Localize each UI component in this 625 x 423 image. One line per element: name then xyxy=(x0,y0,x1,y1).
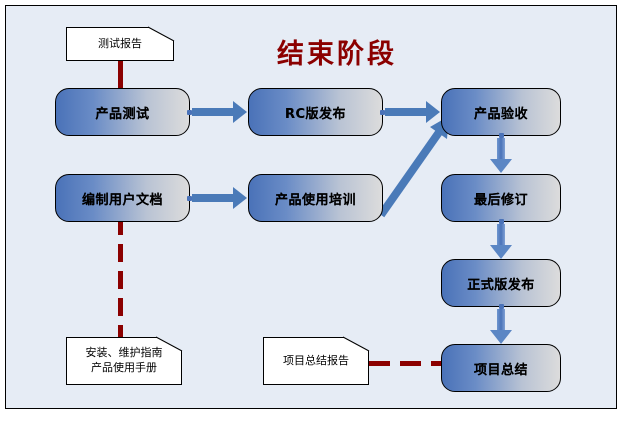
connector-dot xyxy=(499,304,504,309)
process-product-acceptance-label: 产品验收 xyxy=(473,106,528,122)
connector-dot xyxy=(499,219,504,224)
process-rc-release-label: RC版发布 xyxy=(284,106,347,122)
process-user-documentation[interactable]: 编制用户文档 xyxy=(55,174,192,222)
page-title: 结束阶段 xyxy=(277,39,397,70)
document-user-manual-line-2: 产品使用手册 xyxy=(91,361,157,374)
arrow-product-acceptance-to-final-revision xyxy=(490,138,512,173)
connector-summary-report-to-project-summary xyxy=(369,361,442,366)
process-product-acceptance[interactable]: 产品验收 xyxy=(441,88,561,138)
process-usage-training[interactable]: 产品使用培训 xyxy=(248,174,383,222)
process-user-documentation-label: 编制用户文档 xyxy=(81,192,163,208)
document-user-manual-line-1: 安装、维护指南 xyxy=(85,346,163,360)
document-summary-report-line-1: 项目总结报告 xyxy=(283,353,349,367)
process-rc-release[interactable]: RC版发布 xyxy=(248,88,385,136)
arrow-official-release-to-project-summary xyxy=(490,309,512,344)
connector-dot xyxy=(187,110,192,115)
process-final-revision-label: 最后修订 xyxy=(473,192,528,208)
arrow-rc-release-to-product-acceptance xyxy=(385,101,440,123)
process-product-testing-label: 产品测试 xyxy=(95,106,150,122)
connector-dot xyxy=(499,133,504,138)
document-user-manual: 安装、维护指南 产品使用手册 xyxy=(66,337,182,385)
process-final-revision[interactable]: 最后修订 xyxy=(441,174,561,224)
process-official-release-label: 正式版发布 xyxy=(467,277,535,293)
process-project-summary-label: 项目总结 xyxy=(473,362,528,378)
arrow-user-documentation-to-usage-training xyxy=(192,187,247,209)
connector-dot xyxy=(187,196,192,201)
document-test-report-line-1: 测试报告 xyxy=(98,36,142,50)
document-summary-report: 项目总结报告 xyxy=(263,337,369,385)
process-product-testing[interactable]: 产品测试 xyxy=(55,88,192,136)
document-test-report: 测试报告 xyxy=(66,27,174,61)
process-official-release[interactable]: 正式版发布 xyxy=(441,259,561,309)
connector-user-documentation-to-user-manual xyxy=(118,217,123,337)
arrow-final-revision-to-official-release xyxy=(490,224,512,259)
process-usage-training-label: 产品使用培训 xyxy=(274,192,356,208)
arrow-product-testing-to-rc-release xyxy=(192,101,247,123)
process-project-summary[interactable]: 项目总结 xyxy=(441,344,561,392)
connector-dot xyxy=(380,110,385,115)
connector-test-report-to-product-testing xyxy=(118,58,123,92)
